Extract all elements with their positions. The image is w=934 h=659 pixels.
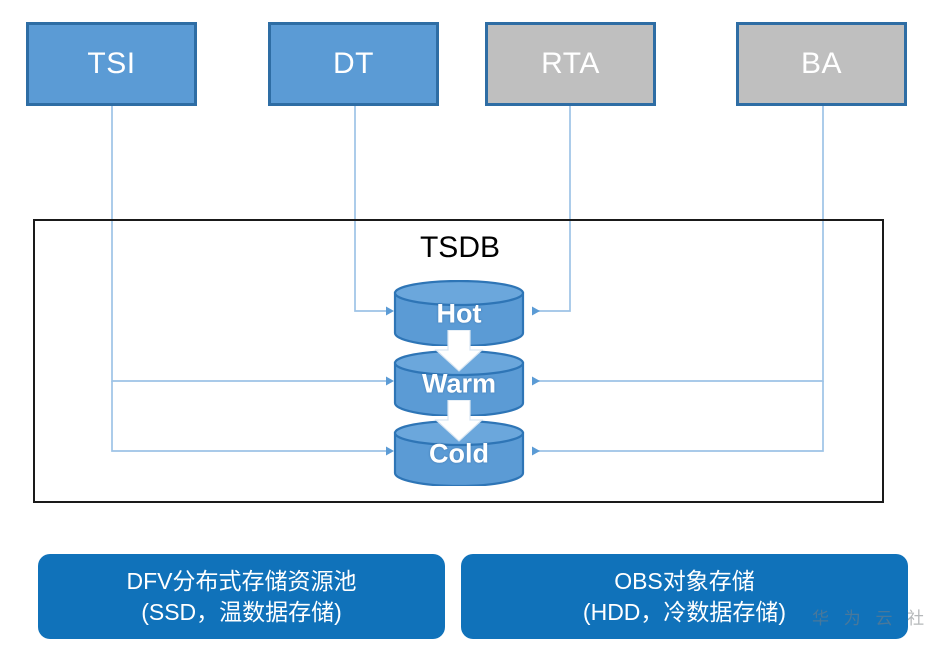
source-label-dt: DT: [333, 47, 374, 80]
storage-obs-line2: (HDD，冷数据存储): [582, 598, 787, 625]
storage-box-obs[interactable]: OBS对象存储 (HDD，冷数据存储): [461, 554, 908, 639]
storage-dfv-line2: (SSD，温数据存储): [141, 598, 342, 625]
source-box-dt[interactable]: DT: [268, 22, 439, 106]
storage-dfv-line1: DFV分布式存储资源池: [126, 568, 357, 595]
tsdb-container: [33, 219, 884, 503]
source-label-rta: RTA: [541, 47, 600, 80]
source-box-rta[interactable]: RTA: [485, 22, 656, 106]
source-box-ba[interactable]: BA: [736, 22, 907, 106]
storage-box-dfv[interactable]: DFV分布式存储资源池 (SSD，温数据存储): [38, 554, 445, 639]
source-label-tsi: TSI: [87, 47, 136, 80]
storage-obs-line1: OBS对象存储: [614, 568, 755, 595]
flow-arrow-warm-to-cold: [434, 400, 484, 442]
source-label-ba: BA: [800, 47, 843, 80]
source-box-tsi[interactable]: TSI: [26, 22, 197, 106]
flow-arrow-hot-to-warm: [434, 330, 484, 372]
tsdb-title: TSDB: [419, 231, 500, 264]
